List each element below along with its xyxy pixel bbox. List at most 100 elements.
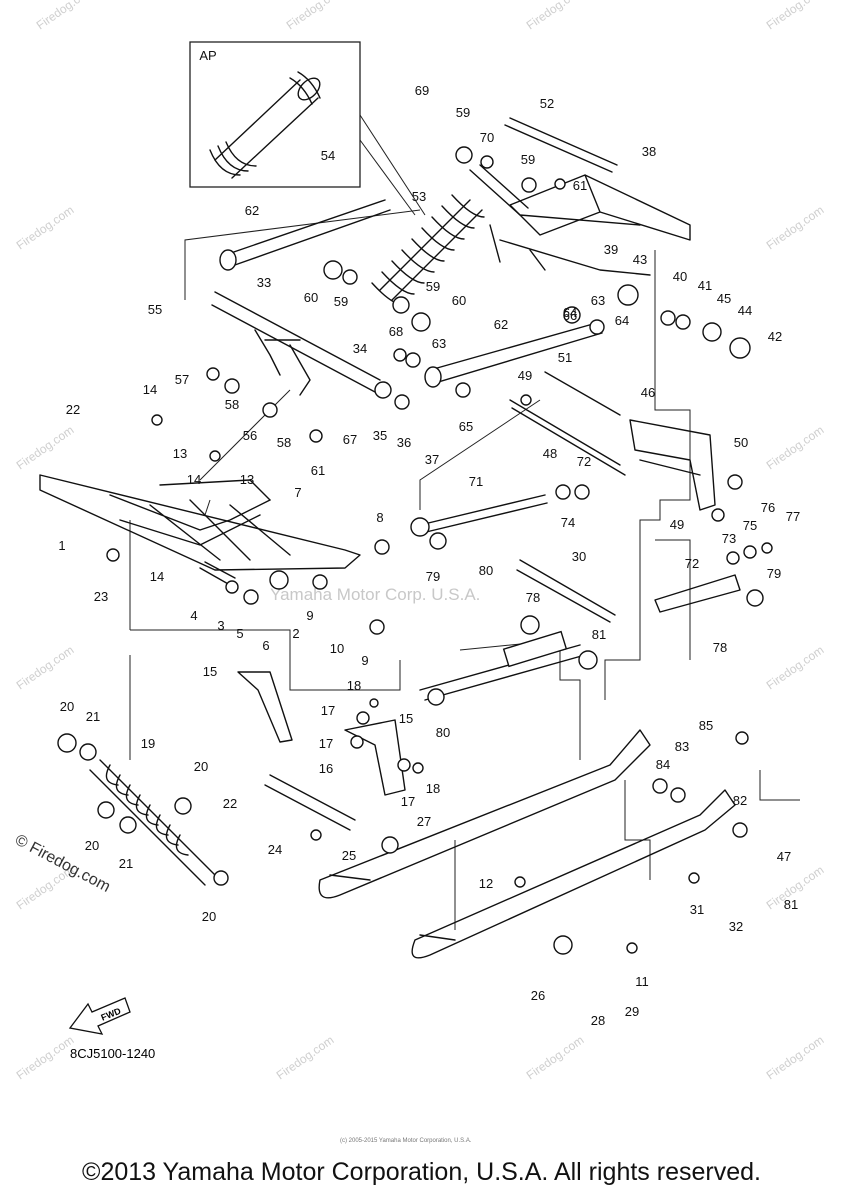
part-label: 78: [713, 640, 727, 655]
part-label: 43: [633, 252, 647, 267]
part-label: 83: [675, 739, 689, 754]
front-arm-33: [211, 291, 381, 393]
bushing: [726, 551, 740, 565]
part-label: 20: [85, 838, 99, 853]
part-label: 13: [240, 472, 254, 487]
bushing: [746, 589, 764, 607]
part-label: 14: [187, 472, 201, 487]
part-label: 33: [257, 275, 271, 290]
watermark: Firedog.com: [34, 0, 97, 32]
part-labels: 1 2 3 4 5 6 7 8 9 9 10 11 12 13 13 14 14…: [58, 83, 800, 1028]
part-label: 73: [722, 531, 736, 546]
copyright-footer: ©2013 Yamaha Motor Corporation, U.S.A. A…: [82, 1158, 761, 1186]
spring-coils: [371, 194, 485, 306]
washer: [670, 787, 686, 803]
fwd-arrow: FWD: [68, 997, 131, 1035]
bushing: [455, 146, 473, 164]
link-end: [424, 366, 442, 388]
part-label: 17: [401, 794, 415, 809]
part-label: 61: [573, 178, 587, 193]
bushing: [455, 382, 471, 398]
part-label: 67: [343, 432, 357, 447]
part-label: 51: [558, 350, 572, 365]
shock-19: [89, 759, 216, 886]
part-label: 60: [304, 290, 318, 305]
part-label: 68: [389, 324, 403, 339]
part-label: 42: [768, 329, 782, 344]
part-label: 55: [148, 302, 162, 317]
inset-label: AP: [199, 48, 216, 63]
part-label: 80: [479, 563, 493, 578]
part-label: 27: [417, 814, 431, 829]
shock-coils: [105, 764, 189, 856]
part-label: 34: [353, 341, 367, 356]
part-label: 18: [426, 781, 440, 796]
part-label: 26: [531, 988, 545, 1003]
washer: [405, 352, 421, 368]
frame-line: [759, 770, 800, 801]
washer: [394, 394, 410, 410]
part-label: 28: [591, 1013, 605, 1028]
washer: [243, 589, 259, 605]
part-label: 56: [243, 428, 257, 443]
washer: [393, 348, 407, 362]
bushing: [213, 870, 229, 886]
frame-line: [204, 499, 211, 516]
frame-line: [624, 780, 651, 880]
part-label: 72: [577, 454, 591, 469]
link-end: [219, 249, 237, 271]
part-label: 63: [432, 336, 446, 351]
rod-70: [419, 494, 548, 534]
nut: [310, 829, 322, 841]
bracket-33: [254, 329, 311, 396]
part-label: 21: [119, 856, 133, 871]
nut: [369, 698, 379, 708]
part-label: 7: [294, 485, 301, 500]
part-label: 17: [319, 736, 333, 751]
part-label: 66: [563, 308, 577, 323]
bushing: [520, 615, 540, 635]
part-label: 32: [729, 919, 743, 934]
rod-48: [509, 399, 626, 476]
part-label: 58: [225, 397, 239, 412]
collar: [119, 816, 137, 834]
watermark: Firedog.com: [764, 643, 827, 693]
part-label: 11: [635, 974, 649, 989]
bracket-46: [629, 419, 716, 511]
bushing: [555, 484, 571, 500]
damper-body: [502, 630, 568, 668]
part-label: 79: [767, 566, 781, 581]
part-label: 65: [459, 419, 473, 434]
part-label: 1: [58, 538, 65, 553]
part-label: 59: [334, 294, 348, 309]
part-label: 64: [563, 305, 577, 320]
part-label: 6: [262, 638, 269, 653]
part-label: 71: [469, 474, 483, 489]
link-62-upper: [224, 199, 391, 267]
frame-1: [39, 474, 361, 571]
frame-line: [184, 209, 421, 300]
part-label: 81: [592, 627, 606, 642]
center-watermark: Yamaha Motor Corp. U.S.A.: [270, 585, 480, 604]
part-label: 9: [306, 608, 313, 623]
part-label: 79: [426, 569, 440, 584]
washer: [356, 711, 370, 725]
nut: [688, 872, 700, 884]
inset-pointer: [359, 114, 426, 216]
frame-line: [604, 250, 691, 700]
link-62-lower: [429, 321, 603, 384]
washer: [675, 314, 691, 330]
washer: [225, 580, 239, 594]
bushing: [480, 155, 494, 169]
watermark: Firedog.com: [764, 1033, 827, 1083]
part-label: 22: [223, 796, 237, 811]
part-label: 69: [415, 83, 429, 98]
nut: [209, 450, 221, 462]
part-label: 80: [436, 725, 450, 740]
bushing: [589, 319, 605, 335]
frame-truss: [109, 494, 291, 561]
shock-53: [379, 199, 483, 301]
part-label: 61: [311, 463, 325, 478]
nut: [735, 731, 749, 745]
